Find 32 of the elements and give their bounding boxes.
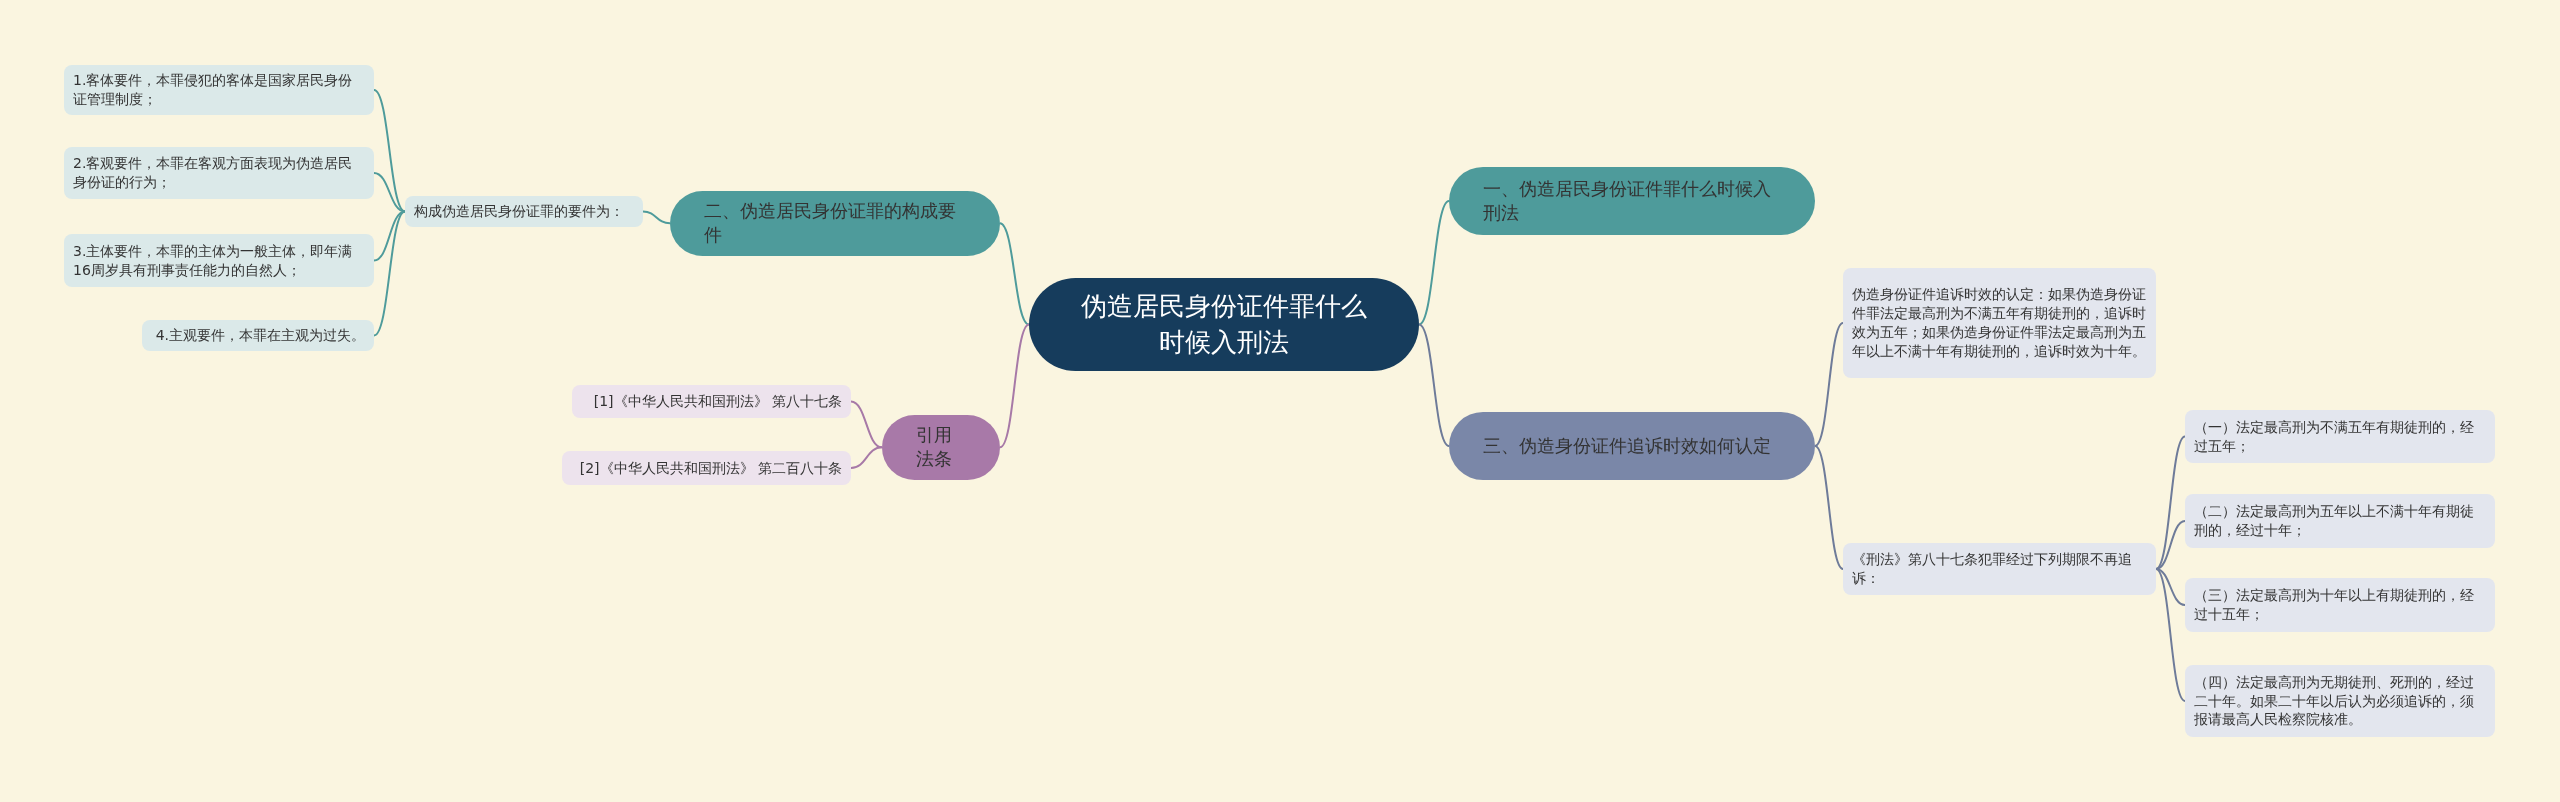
central-topic: 伪造居民身份证件罪什么时候入刑法	[1029, 278, 1419, 371]
subtopic-box: 伪造身份证件追诉时效的认定：如果伪造身份证件罪法定最高刑为不满五年有期徒刑的，追诉时效为五年；如果伪造身份证件罪法定最高刑为五年以上不满十年有期徒刑的，追诉时效为十年。	[1843, 268, 2156, 378]
subtopic-box: 构成伪造居民身份证罪的要件为：	[405, 196, 643, 227]
connector-line	[999, 323, 1030, 449]
connector-line	[2155, 435, 2186, 570]
branch-topic: 一、伪造居民身份证件罪什么时候入刑法	[1449, 167, 1815, 235]
connector-line	[1814, 445, 1844, 570]
subtopic-box: （一）法定最高刑为不满五年有期徒刑的，经过五年；	[2185, 410, 2495, 463]
subtopic-box: （三）法定最高刑为十年以上有期徒刑的，经过十五年；	[2185, 578, 2495, 632]
subtopic-box: [2]《中华人民共和国刑法》 第二百八十条	[562, 451, 851, 485]
branch-topic: 二、伪造居民身份证罪的构成要件	[670, 191, 1000, 256]
branch-topic: 引用法条	[882, 415, 1000, 480]
subtopic-box: 《刑法》第八十七条犯罪经过下列期限不再追诉：	[1843, 543, 2156, 595]
connector-line	[2155, 568, 2186, 606]
connector-line	[373, 210, 406, 337]
connector-line	[373, 88, 406, 213]
connector-line	[1418, 323, 1450, 447]
subtopic-box: 1.客体要件，本罪侵犯的客体是国家居民身份证管理制度；	[64, 65, 374, 115]
subtopic-box: 4.主观要件，本罪在主观为过失。	[142, 320, 374, 351]
subtopic-box: 2.客观要件，本罪在客观方面表现为伪造居民身份证的行为；	[64, 147, 374, 199]
connector-line	[850, 446, 883, 469]
subtopic-box: 3.主体要件，本罪的主体为一般主体，即年满16周岁具有刑事责任能力的自然人；	[64, 234, 374, 287]
subtopic-box: （二）法定最高刑为五年以上不满十年有期徒刑的，经过十年；	[2185, 494, 2495, 548]
connector-line	[1418, 200, 1450, 326]
branch-topic: 三、伪造身份证件追诉时效如何认定	[1449, 412, 1815, 480]
subtopic-box: [1]《中华人民共和国刑法》 第八十七条	[572, 385, 851, 418]
connector-line	[1814, 322, 1844, 447]
connector-line	[2155, 568, 2186, 702]
connector-line	[642, 210, 671, 225]
connector-line	[999, 222, 1030, 326]
connector-line	[2155, 520, 2186, 570]
subtopic-box: （四）法定最高刑为无期徒刑、死刑的，经过二十年。如果二十年以后认为必须追诉的，须报请最高人民检察院核准。	[2185, 665, 2495, 737]
